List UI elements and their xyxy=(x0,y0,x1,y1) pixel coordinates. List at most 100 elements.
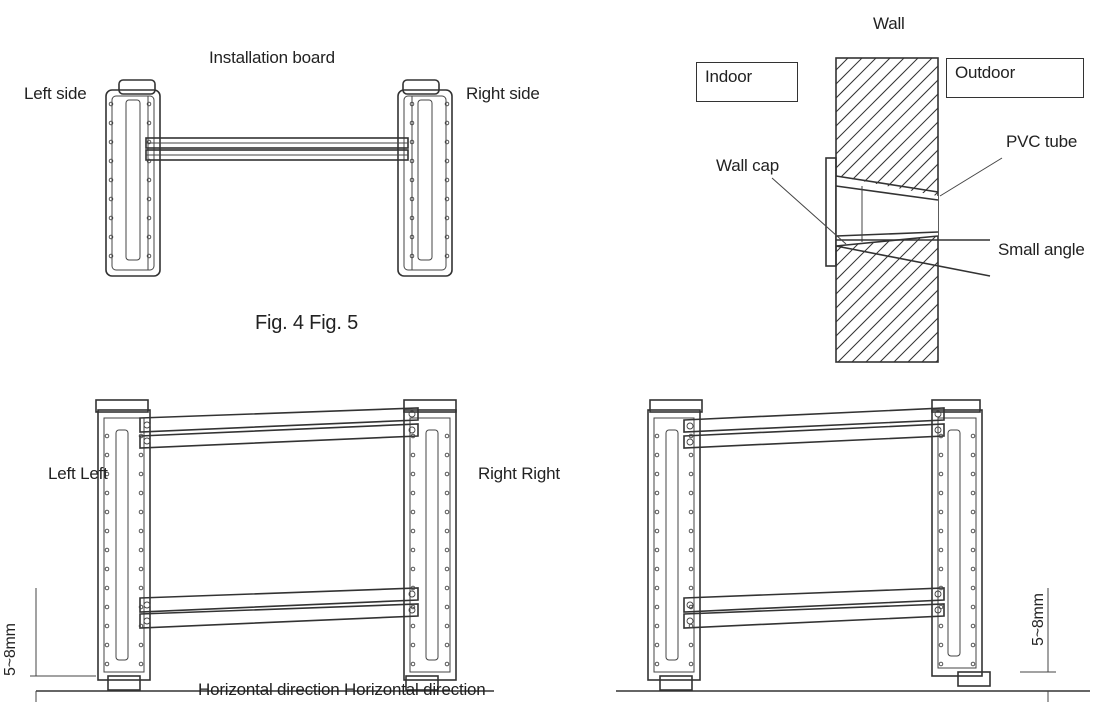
screw-hole xyxy=(938,471,944,477)
screw-hole xyxy=(444,661,450,667)
screw-hole xyxy=(970,528,976,534)
screw-hole xyxy=(410,661,416,667)
screw-hole xyxy=(444,604,450,610)
screw-hole xyxy=(444,547,450,553)
bottom-right-label: Right Right xyxy=(478,464,560,483)
bottom-left-label: Left Left xyxy=(48,464,108,483)
screw-hole xyxy=(444,215,450,221)
wall-cap-label: Wall cap xyxy=(716,156,779,175)
screw-hole xyxy=(409,120,415,126)
screw-hole xyxy=(654,585,660,591)
screw-hole xyxy=(143,617,151,625)
screw-hole xyxy=(104,661,110,667)
screw-hole xyxy=(938,566,944,572)
screw-hole xyxy=(688,642,694,648)
screw-hole xyxy=(143,437,151,445)
screw-hole xyxy=(138,566,144,572)
screw-hole xyxy=(108,101,114,107)
screw-hole xyxy=(688,547,694,553)
screw-hole xyxy=(938,604,944,610)
screw-hole xyxy=(938,585,944,591)
screw-hole xyxy=(444,139,450,145)
frame-right-tilted xyxy=(616,399,1090,702)
screw-hole xyxy=(444,566,450,572)
screw-hole xyxy=(970,490,976,496)
screw-hole xyxy=(654,490,660,496)
screw-hole xyxy=(146,177,152,183)
screw-hole xyxy=(108,177,114,183)
screw-hole xyxy=(654,604,660,610)
screw-hole xyxy=(138,433,144,439)
screw-hole xyxy=(410,547,416,553)
screw-hole xyxy=(408,426,416,434)
screw-hole xyxy=(408,410,416,418)
screw-hole xyxy=(108,234,114,240)
hatch-line xyxy=(837,58,938,362)
screw-hole xyxy=(138,452,144,458)
screw-hole xyxy=(934,410,942,418)
screw-hole xyxy=(104,471,110,477)
screw-hole xyxy=(108,158,114,164)
screw-hole xyxy=(409,158,415,164)
screw-hole xyxy=(688,509,694,515)
screw-hole xyxy=(688,433,694,439)
hatch-line xyxy=(935,58,938,362)
gap-dimension-right: 5~8mm xyxy=(1030,593,1047,646)
hatch-line xyxy=(836,58,863,362)
board-left-upright xyxy=(105,79,161,277)
screw-hole xyxy=(938,509,944,515)
wallcap-leader xyxy=(771,177,847,245)
screw-hole xyxy=(146,101,152,107)
figure-caption: Fig. 4 Fig. 5 xyxy=(255,312,358,334)
screw-hole xyxy=(444,471,450,477)
pvc-tube-label: PVC tube xyxy=(1006,132,1078,151)
screw-hole xyxy=(409,139,415,145)
screw-hole xyxy=(654,452,660,458)
screw-hole xyxy=(104,490,110,496)
screw-hole xyxy=(409,101,415,107)
screw-hole xyxy=(143,601,151,609)
screw-hole xyxy=(970,433,976,439)
screw-hole xyxy=(444,177,450,183)
screw-hole xyxy=(104,642,110,648)
screw-hole xyxy=(688,471,694,477)
hatch-line xyxy=(950,58,1112,362)
screw-hole xyxy=(138,509,144,515)
screw-hole xyxy=(938,528,944,534)
screw-hole xyxy=(654,471,660,477)
screw-hole xyxy=(410,452,416,458)
screw-hole xyxy=(104,623,110,629)
screw-hole xyxy=(146,158,152,164)
screw-hole xyxy=(688,452,694,458)
screw-hole xyxy=(934,426,942,434)
screw-hole xyxy=(146,196,152,202)
screw-hole xyxy=(444,509,450,515)
horizontal-direction-caption: Horizontal direction Horizontal directio… xyxy=(198,680,486,699)
screw-hole xyxy=(146,234,152,240)
screw-hole xyxy=(410,433,416,439)
hatch-line xyxy=(865,58,938,362)
screw-hole xyxy=(146,139,152,145)
screw-hole xyxy=(138,642,144,648)
screw-hole xyxy=(444,253,450,259)
screw-hole xyxy=(970,661,976,667)
hatch-line xyxy=(836,58,877,362)
hatch-line xyxy=(879,58,938,362)
screw-hole xyxy=(408,606,416,614)
screw-hole xyxy=(934,606,942,614)
wall-section xyxy=(835,57,1112,363)
screw-hole xyxy=(108,120,114,126)
screw-hole xyxy=(444,196,450,202)
screw-hole xyxy=(138,547,144,553)
screw-hole xyxy=(138,661,144,667)
screw-hole xyxy=(143,421,151,429)
screw-hole xyxy=(444,433,450,439)
screw-hole xyxy=(938,661,944,667)
hatch-line xyxy=(836,58,938,362)
hatch-line xyxy=(836,58,938,362)
screw-hole xyxy=(409,234,415,240)
hatch-line xyxy=(836,58,891,362)
screw-hole xyxy=(138,490,144,496)
hatch-line xyxy=(964,58,1112,362)
